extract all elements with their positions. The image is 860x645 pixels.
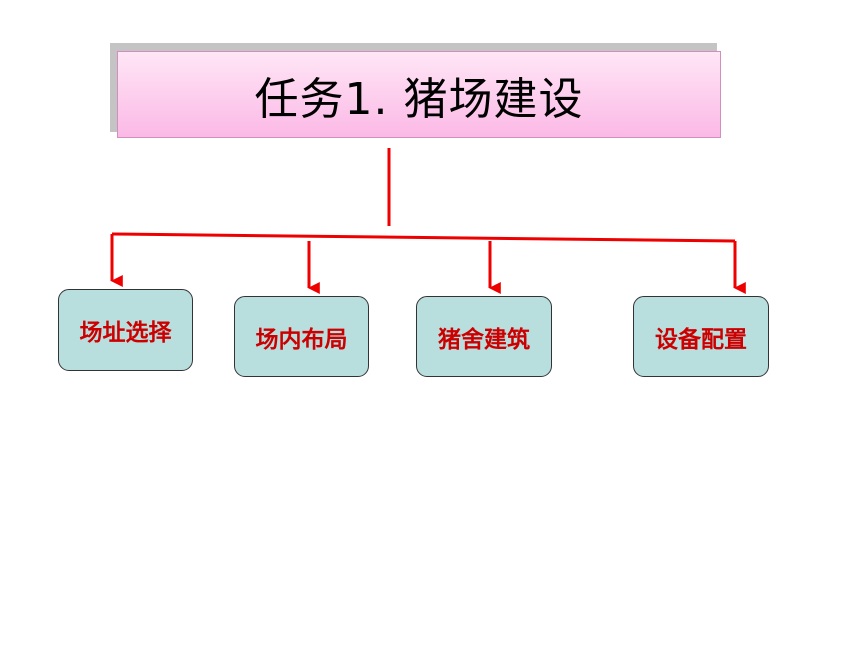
node-site-selection: 场址选择 [58, 289, 193, 371]
node-site-layout: 场内布局 [234, 296, 369, 377]
node-label: 场址选择 [79, 320, 172, 346]
title-box: 任务1. 猪场建设 [117, 51, 721, 138]
node-label: 设备配置 [655, 326, 747, 353]
node-label: 场内布局 [255, 326, 348, 353]
branch-bar [111, 232, 736, 243]
diagram-title: 任务1. 猪场建设 [254, 73, 584, 125]
node-label: 猪舍建筑 [438, 326, 530, 353]
node-pig-house-construction: 猪舍建筑 [416, 296, 552, 377]
node-equipment-configuration: 设备配置 [633, 296, 769, 377]
